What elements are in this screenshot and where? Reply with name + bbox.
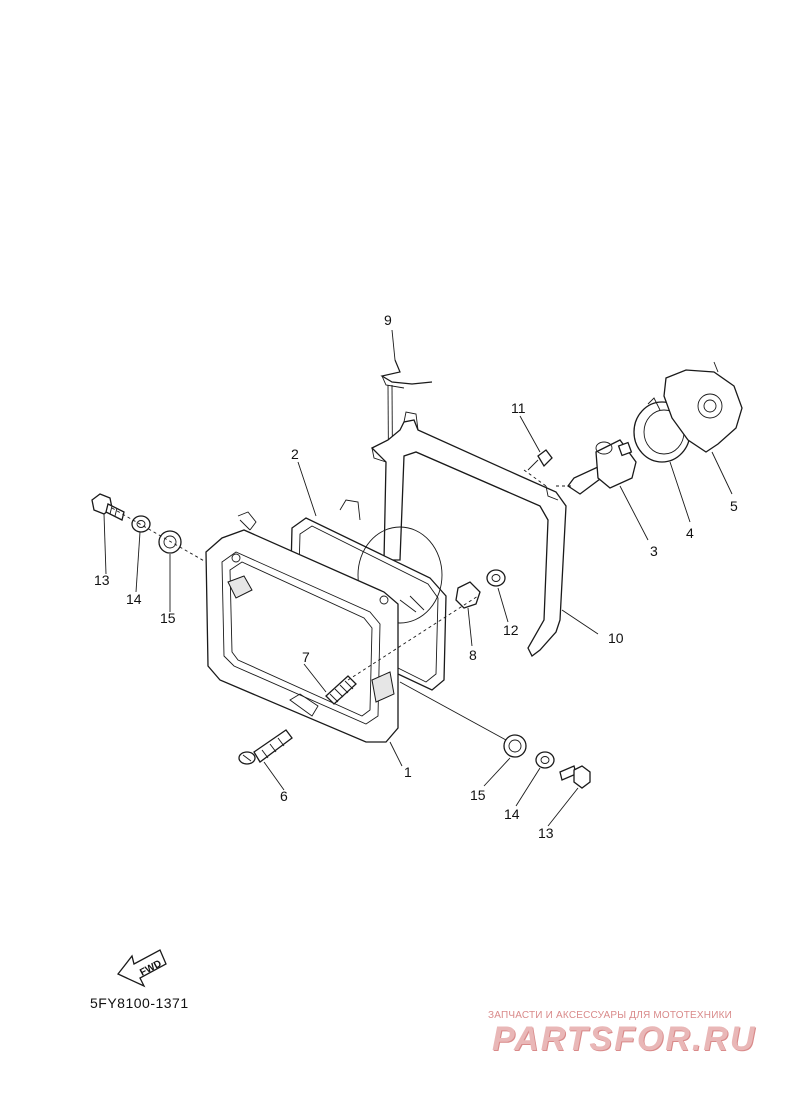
part-8-nut [455, 581, 481, 609]
assembly-lines [111, 469, 572, 741]
part-7-adjusting-screw [325, 675, 357, 705]
part-label: 5 [730, 498, 738, 514]
part-14-collar-right [535, 751, 555, 769]
fwd-arrow: FWD [116, 949, 167, 988]
part-label: 14 [126, 591, 142, 607]
part-15-grommet-right [503, 734, 527, 758]
part-label: 3 [650, 543, 658, 559]
part-13-bolt-left [91, 493, 125, 521]
diagram-code: 5FY8100-1371 [90, 995, 189, 1011]
part-14-collar-left [131, 515, 151, 533]
watermark-brand: PARTSFOR.RU [492, 1020, 757, 1058]
part-3-bulb [567, 439, 637, 495]
part-15-grommet-left [158, 530, 182, 554]
part-label: 2 [291, 446, 299, 462]
part-label: 13 [94, 572, 110, 588]
watermark-subtitle: ЗАПЧАСТИ И АКСЕССУАРЫ ДЛЯ МОТОТЕХНИКИ [488, 1010, 733, 1021]
part-label: 9 [384, 312, 392, 328]
part-label: 13 [538, 825, 554, 841]
part-label: 6 [280, 788, 288, 804]
part-label: 8 [469, 647, 477, 663]
leader-lines [103, 329, 733, 827]
part-labels: 1 2 3 4 5 6 7 8 9 10 11 12 13 14 15 15 1… [94, 312, 738, 841]
part-label: 1 [404, 764, 412, 780]
part-label: 15 [470, 787, 486, 803]
part-11-small-bulb [527, 449, 553, 471]
part-label: 4 [686, 525, 694, 541]
part-6-screw [238, 729, 293, 765]
part-label: 10 [608, 630, 624, 646]
part-5-bulb-cover [663, 361, 743, 453]
part-13-bolt-right [559, 765, 591, 789]
part-12-collar [486, 569, 506, 587]
part-label: 14 [504, 806, 520, 822]
part-label: 15 [160, 610, 176, 626]
part-label: 7 [302, 649, 310, 665]
part-label: 12 [503, 622, 519, 638]
part-10-bracket [370, 411, 567, 657]
part-label: 11 [511, 400, 526, 416]
